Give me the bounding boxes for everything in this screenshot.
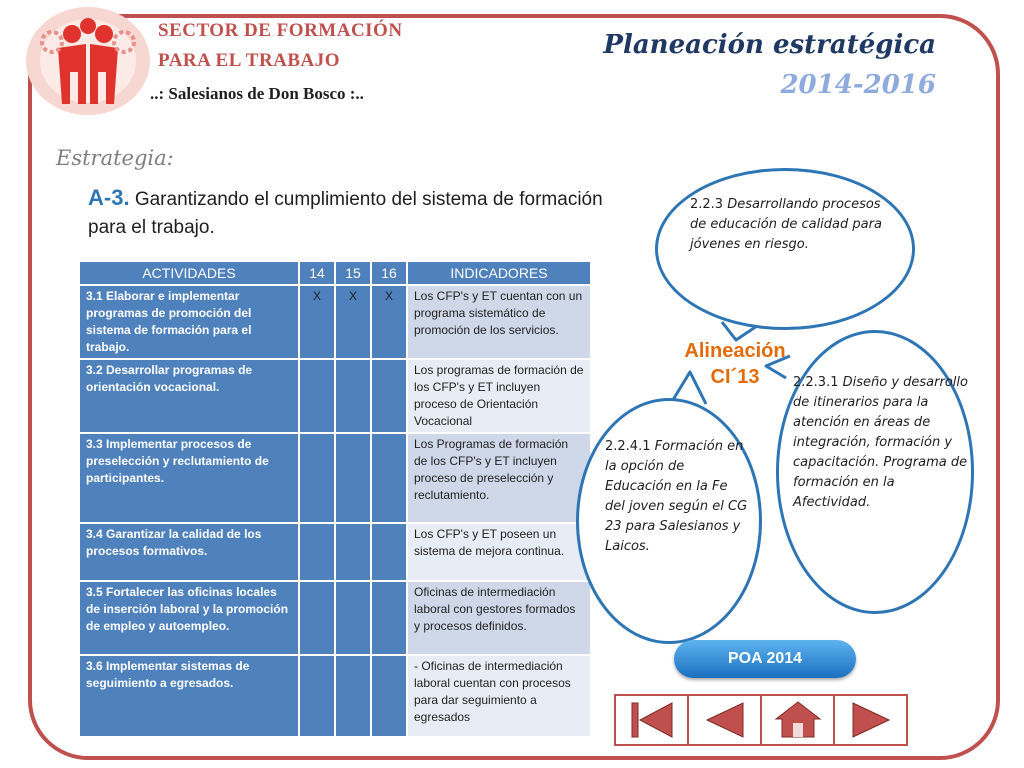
header-year-14: 14 bbox=[300, 262, 334, 284]
salesian-people-gear-logo bbox=[26, 7, 150, 115]
org-tagline: ..: Salesianos de Don Bosco :.. bbox=[150, 84, 364, 103]
year-16-cell: X bbox=[372, 286, 406, 358]
activity-cell: 3.2 Desarrollar programas de orientación… bbox=[80, 360, 298, 432]
indicator-cell: Los Programas de formación de los CFP's … bbox=[408, 434, 590, 522]
year-16-cell bbox=[372, 434, 406, 522]
bubble-code: 2.2.3.1 bbox=[793, 375, 839, 390]
page-subtitle: 2014-2016 bbox=[780, 70, 936, 100]
year-15-cell bbox=[336, 524, 370, 580]
slide-navigation-bar bbox=[614, 694, 908, 746]
bubble-text: Formación en la opción de Educación en l… bbox=[605, 439, 748, 554]
year-15-cell bbox=[336, 360, 370, 432]
strategy-label: Estrategia: bbox=[56, 146, 174, 170]
year-14-cell: X bbox=[300, 286, 334, 358]
year-15-cell bbox=[336, 582, 370, 654]
bubble-code: 2.2.4.1 bbox=[605, 439, 651, 454]
year-15-cell: X bbox=[336, 286, 370, 358]
table-row: 3.4 Garantizar la calidad de los proceso… bbox=[80, 524, 590, 580]
indicator-cell: Oficinas de intermediación laboral con g… bbox=[408, 582, 590, 654]
activity-cell: 3.3 Implementar procesos de preselección… bbox=[80, 434, 298, 522]
year-14-cell bbox=[300, 582, 334, 654]
home-button[interactable] bbox=[762, 696, 835, 744]
activity-cell: 3.1 Elaborar e implementar programas de … bbox=[80, 286, 298, 358]
year-16-cell bbox=[372, 656, 406, 736]
page-title: Planeación estratégica bbox=[603, 30, 936, 60]
indicator-cell: Los CFP's y ET cuentan con un programa s… bbox=[408, 286, 590, 358]
previous-slide-icon bbox=[705, 702, 743, 738]
header-year-15: 15 bbox=[336, 262, 370, 284]
table-row: 3.2 Desarrollar programas de orientación… bbox=[80, 360, 590, 432]
year-14-cell bbox=[300, 434, 334, 522]
activities-table: ACTIVIDADES 14 15 16 INDICADORES 3.1 Ela… bbox=[78, 260, 592, 738]
header-indicators: INDICADORES bbox=[408, 262, 590, 284]
table-row: 3.1 Elaborar e implementar programas de … bbox=[80, 286, 590, 358]
bubble-code: 2.2.3 bbox=[690, 197, 724, 212]
year-16-cell bbox=[372, 524, 406, 580]
speech-bubble-2-2-3-1: 2.2.3.1 Diseño y desarrollo de itinerari… bbox=[776, 330, 974, 614]
strategy-text: Garantizando el cumplimiento del sistema… bbox=[88, 189, 603, 238]
table-row: 3.6 Implementar sistemas de seguimiento … bbox=[80, 656, 590, 736]
speech-bubble-2-2-4-1: 2.2.4.1 Formación en la opción de Educac… bbox=[576, 398, 762, 644]
bubble-text: Desarrollando procesos de educación de c… bbox=[690, 197, 882, 252]
home-icon bbox=[774, 701, 821, 738]
next-slide-button[interactable] bbox=[835, 696, 906, 744]
indicator-cell: Los CFP's y ET poseen un sistema de mejo… bbox=[408, 524, 590, 580]
previous-slide-button[interactable] bbox=[689, 696, 762, 744]
first-slide-icon bbox=[631, 702, 672, 738]
org-name-line1: SECTOR DE FORMACIÓN bbox=[158, 20, 403, 41]
year-16-cell bbox=[372, 582, 406, 654]
activity-cell: 3.5 Fortalecer las oficinas locales de i… bbox=[80, 582, 298, 654]
alignment-line2: CI´13 bbox=[710, 366, 760, 388]
activity-cell: 3.6 Implementar sistemas de seguimiento … bbox=[80, 656, 298, 736]
alignment-line1: Alineación bbox=[684, 340, 786, 362]
year-14-cell bbox=[300, 360, 334, 432]
poa-2014-button[interactable]: POA 2014 bbox=[674, 640, 856, 678]
strategy-code: A-3. bbox=[88, 185, 130, 210]
table-header-row: ACTIVIDADES 14 15 16 INDICADORES bbox=[80, 262, 590, 284]
year-15-cell bbox=[336, 656, 370, 736]
speech-bubble-2-2-3: 2.2.3 Desarrollando procesos de educació… bbox=[655, 168, 915, 330]
indicator-cell: Los programas de formación de los CFP's … bbox=[408, 360, 590, 432]
header-activities: ACTIVIDADES bbox=[80, 262, 298, 284]
table-row: 3.5 Fortalecer las oficinas locales de i… bbox=[80, 582, 590, 654]
table-row: 3.3 Implementar procesos de preselección… bbox=[80, 434, 590, 522]
year-14-cell bbox=[300, 656, 334, 736]
strategy-statement: A-3. Garantizando el cumplimiento del si… bbox=[88, 184, 628, 242]
year-16-cell bbox=[372, 360, 406, 432]
next-slide-icon bbox=[852, 702, 890, 738]
indicator-cell: - Oficinas de intermediación laboral cue… bbox=[408, 656, 590, 736]
activity-cell: 3.4 Garantizar la calidad de los proceso… bbox=[80, 524, 298, 580]
bubble-text: Diseño y desarrollo de itinerarios para … bbox=[793, 375, 968, 510]
alignment-label: Alineación CI´13 bbox=[670, 338, 800, 390]
year-14-cell bbox=[300, 524, 334, 580]
org-name-line2: PARA EL TRABAJO bbox=[158, 50, 341, 71]
first-slide-button[interactable] bbox=[616, 696, 689, 744]
header-year-16: 16 bbox=[372, 262, 406, 284]
year-15-cell bbox=[336, 434, 370, 522]
